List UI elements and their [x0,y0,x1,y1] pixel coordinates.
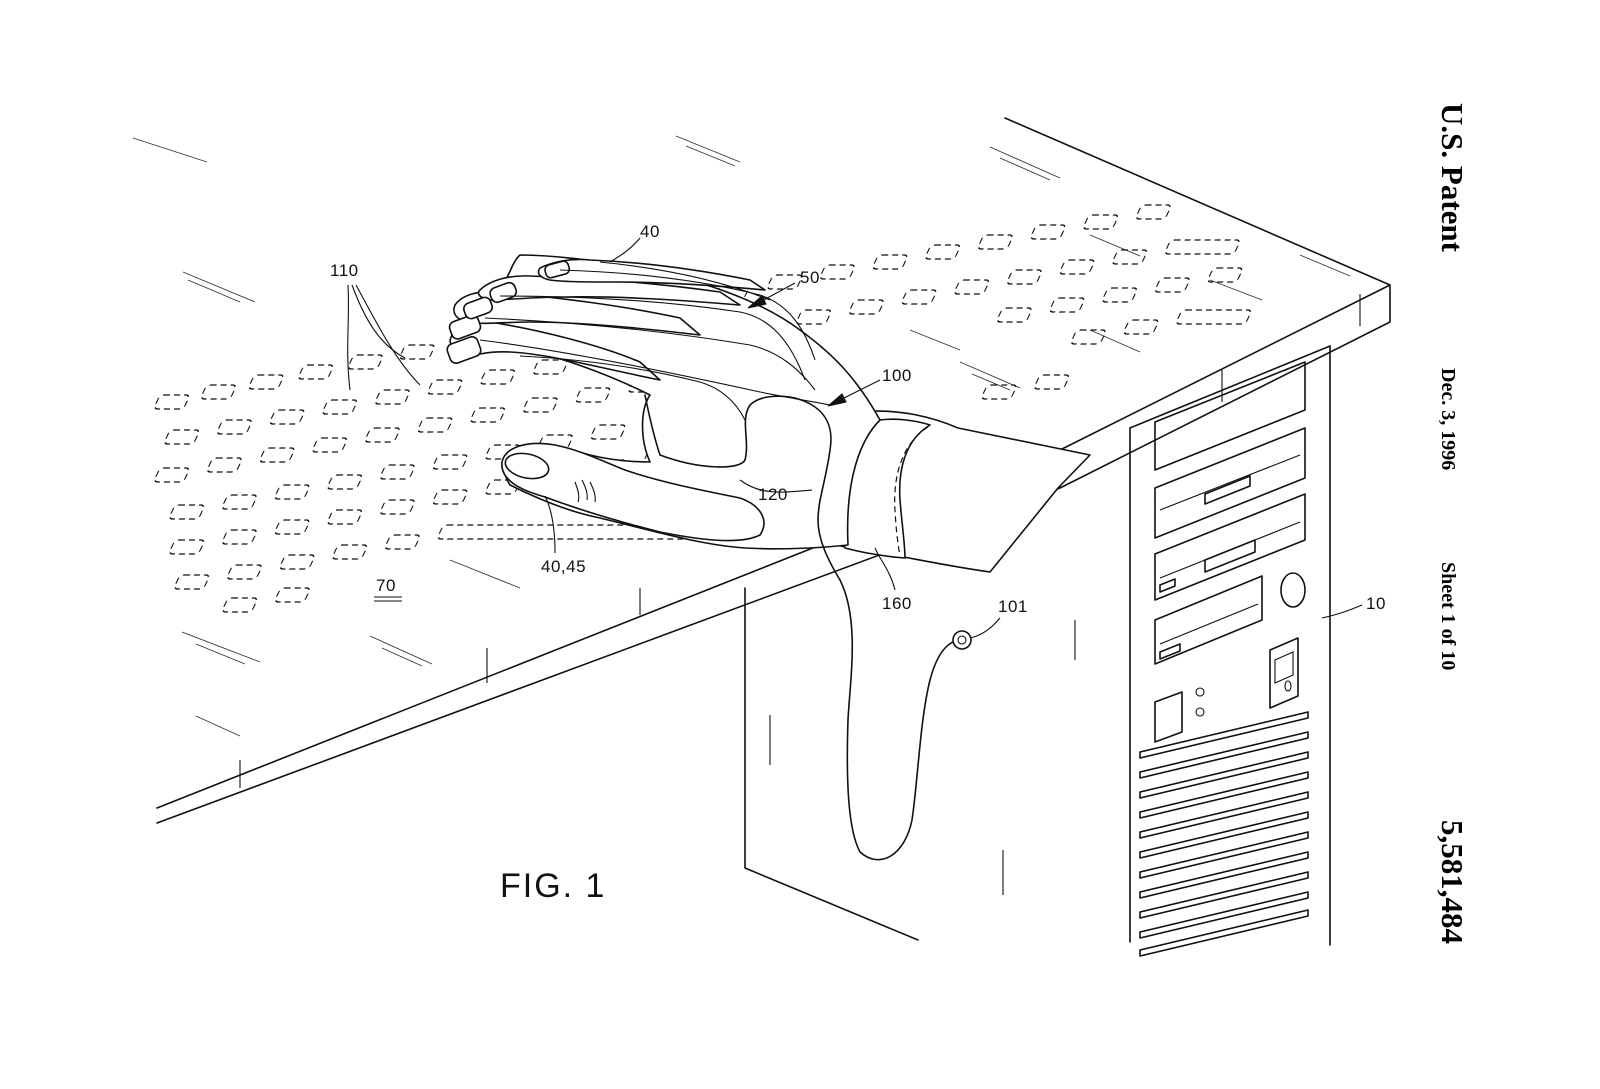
patent-number: 5,581,484 [1435,820,1470,944]
connector-101 [953,631,971,649]
label-70: 70 [376,576,396,595]
tower-vents [1140,712,1308,956]
desk-leg-panel [745,588,918,940]
label-160: 160 [882,594,912,613]
patent-sheet: Sheet 1 of 10 [1437,562,1459,670]
patent-title: U.S. Patent [1435,103,1470,253]
label-40-45: 40,45 [541,557,586,576]
label-101: 101 [998,597,1028,616]
figure-caption: FIG. 1 [500,867,606,905]
label-40: 40 [640,222,660,241]
label-50: 50 [800,268,820,287]
label-10: 10 [1366,594,1386,613]
label-100: 100 [882,366,912,385]
patent-date: Dec. 3, 1996 [1437,368,1459,470]
patent-header: U.S. Patent Dec. 3, 1996 Sheet 1 of 10 5… [1435,103,1470,944]
label-110: 110 [330,261,359,280]
label-120: 120 [758,485,788,504]
